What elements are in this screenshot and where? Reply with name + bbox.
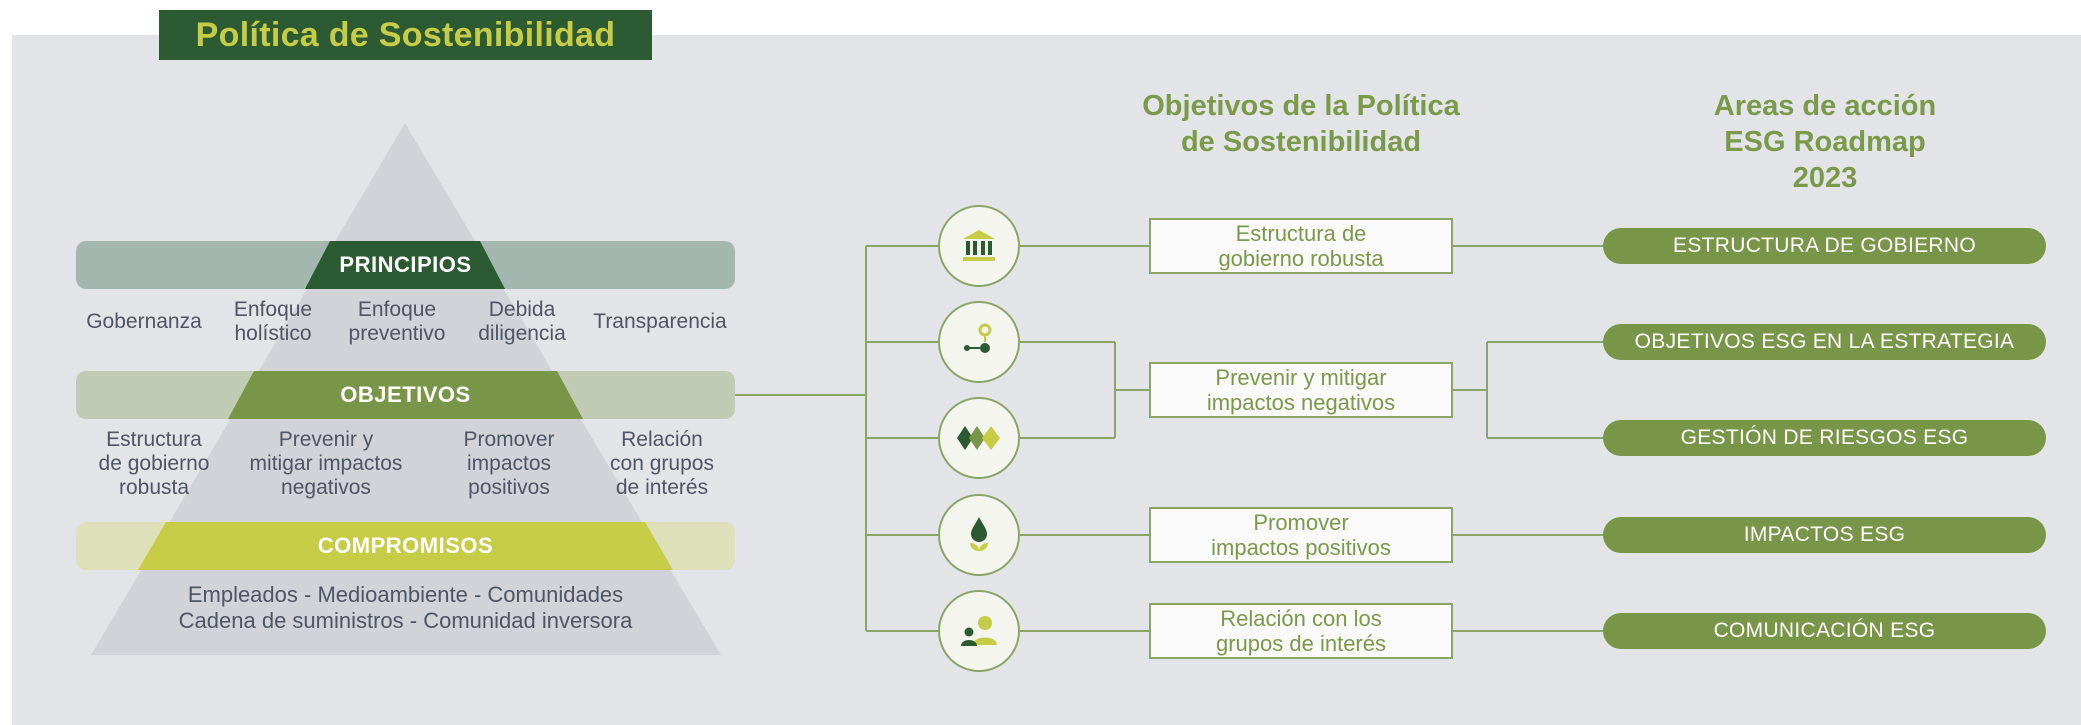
- leaf-drop-icon: [938, 494, 1020, 576]
- page-title: Política de Sostenibilidad: [195, 15, 616, 54]
- principle-transparencia: Transparencia: [593, 310, 727, 333]
- objective-box-relacion: Relación con los grupos de interés: [1149, 603, 1453, 659]
- area-pill-riesgos: GESTIÓN DE RIESGOS ESG: [1603, 420, 2046, 456]
- objective-promover: Promover impactos positivos: [463, 428, 555, 499]
- route-pin-icon: [938, 301, 1020, 383]
- objetivos-label: OBJETIVOS: [340, 382, 471, 407]
- compromisos-line-2: Cadena de suministros - Comunidad invers…: [178, 608, 633, 633]
- objective-box-estructura: Estructura de gobierno robusta: [1149, 218, 1453, 274]
- areas-heading: Areas de acción ESG Roadmap 2023: [1713, 90, 1937, 194]
- compromisos-line-1: Empleados - Medioambiente - Comunidades: [187, 582, 624, 607]
- principle-enfoque-preventivo: Enfoque preventivo: [348, 298, 446, 345]
- principle-enfoque-holistico: Enfoque holístico: [233, 298, 313, 345]
- people-icon: [938, 590, 1020, 672]
- objective-box-prevenir: Prevenir y mitigar impactos negativos: [1149, 362, 1453, 418]
- area-pill-comunicacion: COMUNICACIÓN ESG: [1603, 613, 2046, 649]
- objetivos-heading: Objetivos de la Política de Sostenibilid…: [1142, 90, 1460, 158]
- objective-box-promover: Promover impactos positivos: [1149, 507, 1453, 563]
- objective-prevenir: Prevenir y mitigar impactos negativos: [249, 428, 403, 499]
- compromisos-label: COMPROMISOS: [317, 533, 494, 558]
- title-banner: Política de Sostenibilidad: [159, 10, 652, 60]
- building-icon: [938, 205, 1020, 287]
- area-pill-impactos: IMPACTOS ESG: [1603, 517, 2046, 553]
- principios-label: PRINCIPIOS: [339, 252, 472, 277]
- area-pill-objetivos-esg: OBJETIVOS ESG EN LA ESTRATEGIA: [1603, 324, 2046, 360]
- principle-debida-diligencia: Debida diligencia: [478, 298, 566, 345]
- objective-relacion: Relación con grupos de interés: [610, 428, 714, 499]
- connectors: [735, 245, 1603, 632]
- diamonds-icon: [938, 397, 1020, 479]
- objective-estructura: Estructura de gobierno robusta: [98, 428, 210, 499]
- area-pill-estructura: ESTRUCTURA DE GOBIERNO: [1603, 228, 2046, 264]
- principle-gobernanza: Gobernanza: [86, 310, 202, 333]
